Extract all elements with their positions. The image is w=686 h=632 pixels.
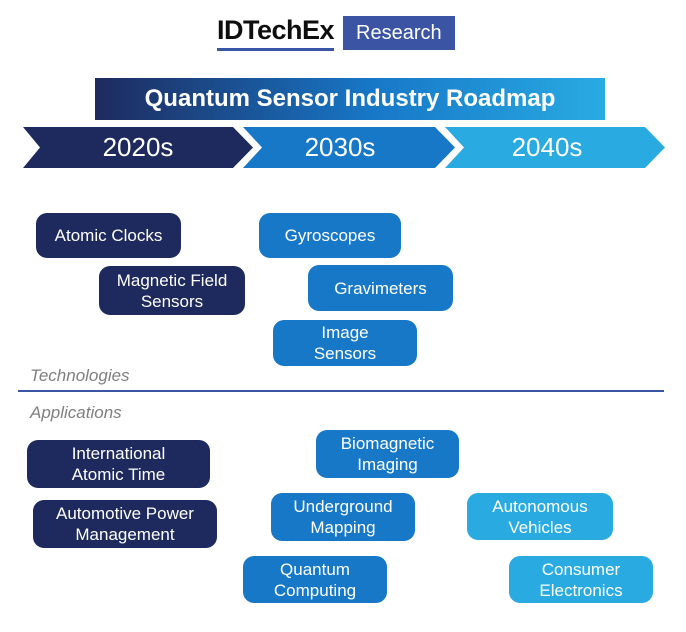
logo-research-badge: Research: [343, 16, 455, 50]
technologies-section-label: Technologies: [30, 366, 130, 385]
era-label-2040s: 2040s: [511, 132, 583, 162]
page-title: Quantum Sensor Industry Roadmap: [95, 78, 605, 120]
era-label-2020s: 2020s: [102, 132, 174, 162]
app-box-consumer-electronics: Consumer Electronics: [509, 556, 653, 603]
logo-brand-text: IDTechEx: [217, 15, 335, 45]
app-box-biomagnetic-imaging: Biomagnetic Imaging: [316, 430, 459, 478]
tech-box-image-sensors: Image Sensors: [273, 320, 417, 366]
tech-box-magnetic-field-sensors: Magnetic Field Sensors: [99, 266, 245, 315]
era-label-2030s: 2030s: [304, 132, 376, 162]
app-box-autonomous-vehicles: Autonomous Vehicles: [467, 493, 613, 540]
idtechex-logo: IDTechEx Research: [217, 15, 455, 51]
app-box-quantum-computing: Quantum Computing: [243, 556, 387, 603]
logo-brand-wrap: IDTechEx: [217, 15, 335, 51]
era-arrow-2040s: [445, 127, 665, 168]
app-box-international-atomic-time: International Atomic Time: [27, 440, 210, 488]
timeline-arrows: [23, 127, 665, 168]
tech-box-gravimeters: Gravimeters: [308, 265, 453, 311]
applications-section-label: Applications: [30, 403, 122, 422]
app-box-automotive-power-management: Automotive Power Management: [33, 500, 217, 548]
era-arrow-2020s: [23, 127, 253, 168]
logo-underline: [217, 48, 335, 51]
section-divider: [18, 390, 664, 392]
tech-box-gyroscopes: Gyroscopes: [259, 213, 401, 258]
app-box-underground-mapping: Underground Mapping: [271, 493, 415, 541]
era-arrow-2030s: [243, 127, 455, 168]
tech-box-atomic-clocks: Atomic Clocks: [36, 213, 181, 258]
